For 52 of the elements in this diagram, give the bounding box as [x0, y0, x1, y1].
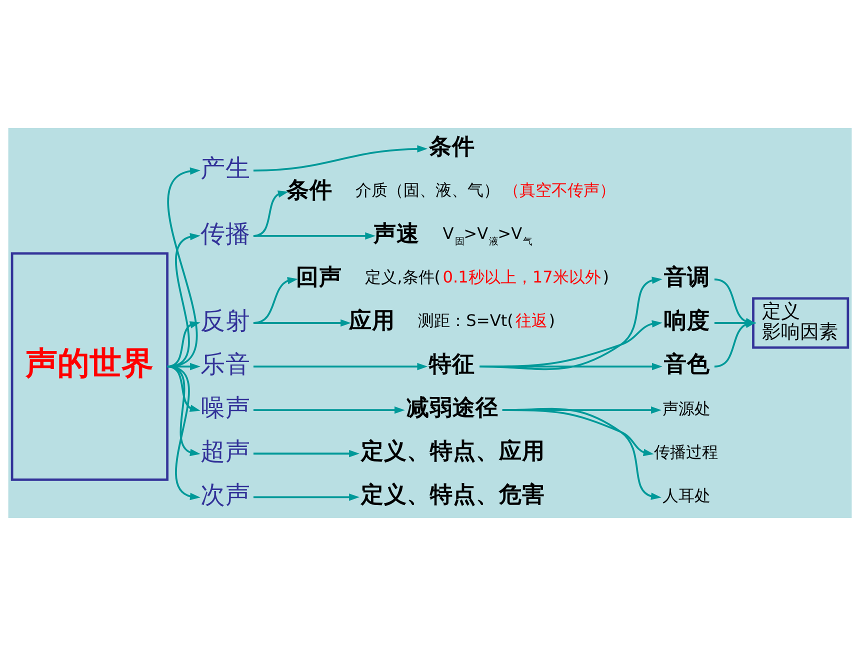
- node-text: 声源处: [662, 398, 710, 418]
- arrow: [167, 365, 200, 412]
- arrow: [253, 449, 360, 457]
- arrow: [253, 362, 428, 370]
- arrow: [253, 190, 288, 236]
- arrow: [167, 320, 200, 367]
- node-label: ): [548, 310, 556, 330]
- node-text: 定义、特点、危害: [360, 482, 545, 508]
- node-label: ): [602, 266, 610, 286]
- node-box: 声的世界: [10, 252, 168, 480]
- node-text: 人耳处: [662, 486, 710, 505]
- arrow: [502, 407, 662, 500]
- node-text: 减弱途径: [406, 394, 498, 421]
- arrow: [253, 232, 376, 240]
- node-text: 响度: [664, 307, 710, 334]
- arrow: [167, 365, 200, 500]
- arrow: [253, 493, 360, 500]
- node-text: 应用: [349, 307, 396, 334]
- node-label: 0.1秒以上，17米以外: [442, 266, 601, 286]
- node-text: 条件: [286, 176, 333, 203]
- node-text: 定义、特点、应用: [360, 438, 545, 464]
- arrow: [714, 320, 756, 367]
- node-label: 往返: [516, 310, 548, 330]
- node-label: V$_{固}$>V$_{液}$>V$_{气}$: [442, 223, 532, 247]
- arrow: [480, 276, 662, 370]
- node-label: （真空不传声）: [503, 180, 616, 199]
- arrow: [480, 362, 662, 370]
- node-text: 条件: [429, 133, 476, 160]
- node-text: 超声: [200, 436, 250, 466]
- arrow: [167, 232, 200, 367]
- node-label: 定义,条件(: [365, 266, 441, 286]
- node-text: 反射: [200, 305, 250, 334]
- arrow: [253, 318, 351, 326]
- arrow: [167, 365, 200, 456]
- arrow: [253, 406, 405, 414]
- node-text: 噪声: [200, 392, 250, 422]
- node-text: 音色: [664, 350, 710, 377]
- node-text: 声速: [374, 220, 420, 246]
- node-text: 传播: [200, 218, 250, 248]
- node-text: 次声: [200, 480, 250, 509]
- node-label: 测距：S=Vt(: [418, 310, 514, 330]
- node-text: 回声: [296, 264, 342, 290]
- arrow: [480, 320, 662, 367]
- node-label: 介质（固、液、气）: [356, 180, 500, 199]
- node-box: 定义 影响因素: [752, 296, 850, 348]
- arrow: [253, 144, 428, 172]
- arrow: [167, 166, 200, 367]
- node-text: 乐音: [200, 349, 250, 378]
- node-text: 产生: [200, 153, 250, 182]
- node-text: 传播过程: [654, 442, 718, 462]
- node-text: 音调: [664, 264, 710, 290]
- node-text: 特征: [429, 350, 476, 377]
